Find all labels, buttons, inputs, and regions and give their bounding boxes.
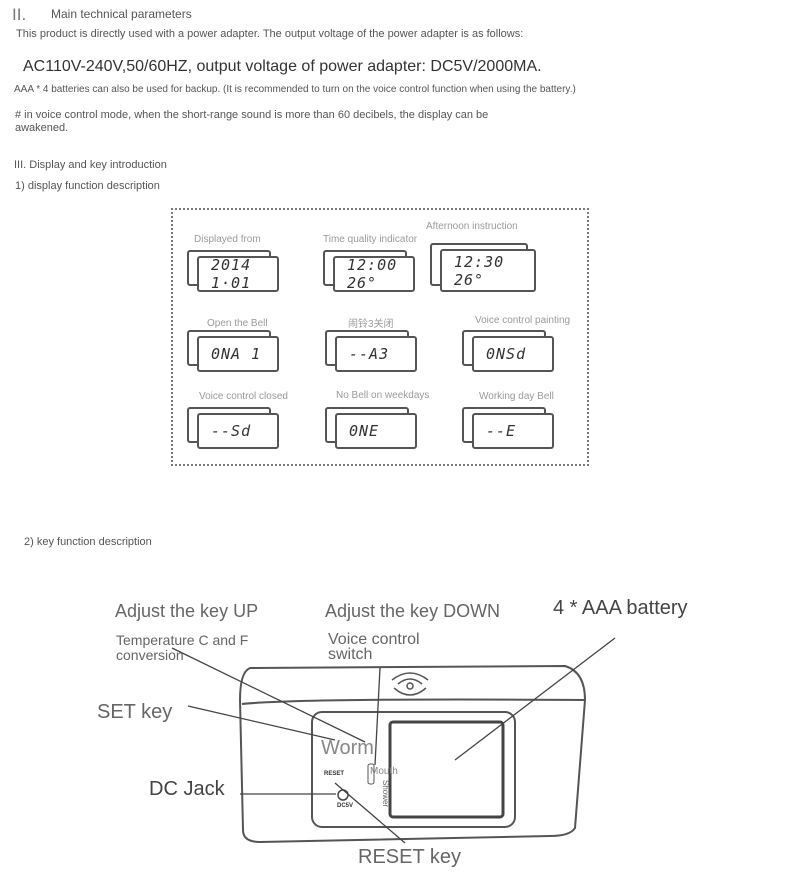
display-label: Open the Bell	[207, 318, 268, 329]
dc-jack-port	[337, 789, 349, 801]
shower-label: Shower	[381, 780, 390, 808]
lcd-screen-text: 0NA 1	[197, 336, 279, 372]
paragraph-power: This product is directly used with a pow…	[16, 28, 524, 40]
battery-label: 4 * AAA battery	[553, 597, 688, 619]
lcd-screen-text: --E	[472, 413, 554, 449]
lcd-screen-text: 12:30 26°	[440, 249, 536, 292]
section-title: Main technical parameters	[51, 7, 192, 21]
reset-port-label: RESET	[324, 771, 345, 777]
mouth-label: Mouth	[370, 766, 398, 777]
display-label: Voice control closed	[199, 391, 288, 402]
display-label: Displayed from	[194, 234, 261, 245]
dc-port-label: DC5V	[337, 803, 354, 809]
display-frame	[171, 208, 589, 466]
power-spec: AC110V-240V,50/60HZ, output voltage of p…	[23, 58, 542, 75]
key-down-label: Adjust the key DOWN	[325, 601, 501, 621]
key-up-label: Adjust the key UP	[115, 601, 259, 621]
paragraph-voice: # in voice control mode, when the short-…	[15, 109, 489, 134]
display-label: Afternoon instruction	[426, 221, 518, 232]
display-label: Voice control painting	[475, 315, 571, 326]
section3-title: III. Display and key introduction	[14, 159, 167, 171]
display-subtitle: 1) display function description	[15, 180, 160, 192]
worm-label: Worm	[321, 737, 374, 759]
display-label: Working day Bell	[479, 391, 554, 402]
key-down-desc: Voice control switch	[328, 631, 420, 663]
section-numeral: II.	[12, 5, 27, 24]
reset-key-label: RESET key	[358, 846, 461, 868]
key-up-desc: Temperature C and F conversion	[116, 632, 249, 663]
lcd-screen-text: --A3	[335, 336, 417, 372]
display-label: No Bell on weekdays	[336, 390, 430, 401]
key-subtitle: 2) key function description	[24, 536, 152, 548]
display-label: 闹铃3关闭	[348, 319, 394, 330]
paragraph-battery: AAA * 4 batteries can also be used for b…	[14, 84, 576, 95]
lcd-screen-text: 12:00 26°	[333, 256, 415, 292]
lcd-screen-text: --Sd	[197, 413, 279, 449]
speaker-icon	[391, 672, 429, 696]
dc-jack-label: DC Jack	[149, 778, 225, 800]
set-key-label: SET key	[97, 701, 173, 723]
display-label: Time quality indicator	[323, 234, 418, 245]
lcd-screen-text: 0NSd	[472, 336, 554, 372]
lcd-screen-text: 2014 1·01	[197, 256, 279, 292]
lcd-screen-text: 0NE	[335, 413, 417, 449]
